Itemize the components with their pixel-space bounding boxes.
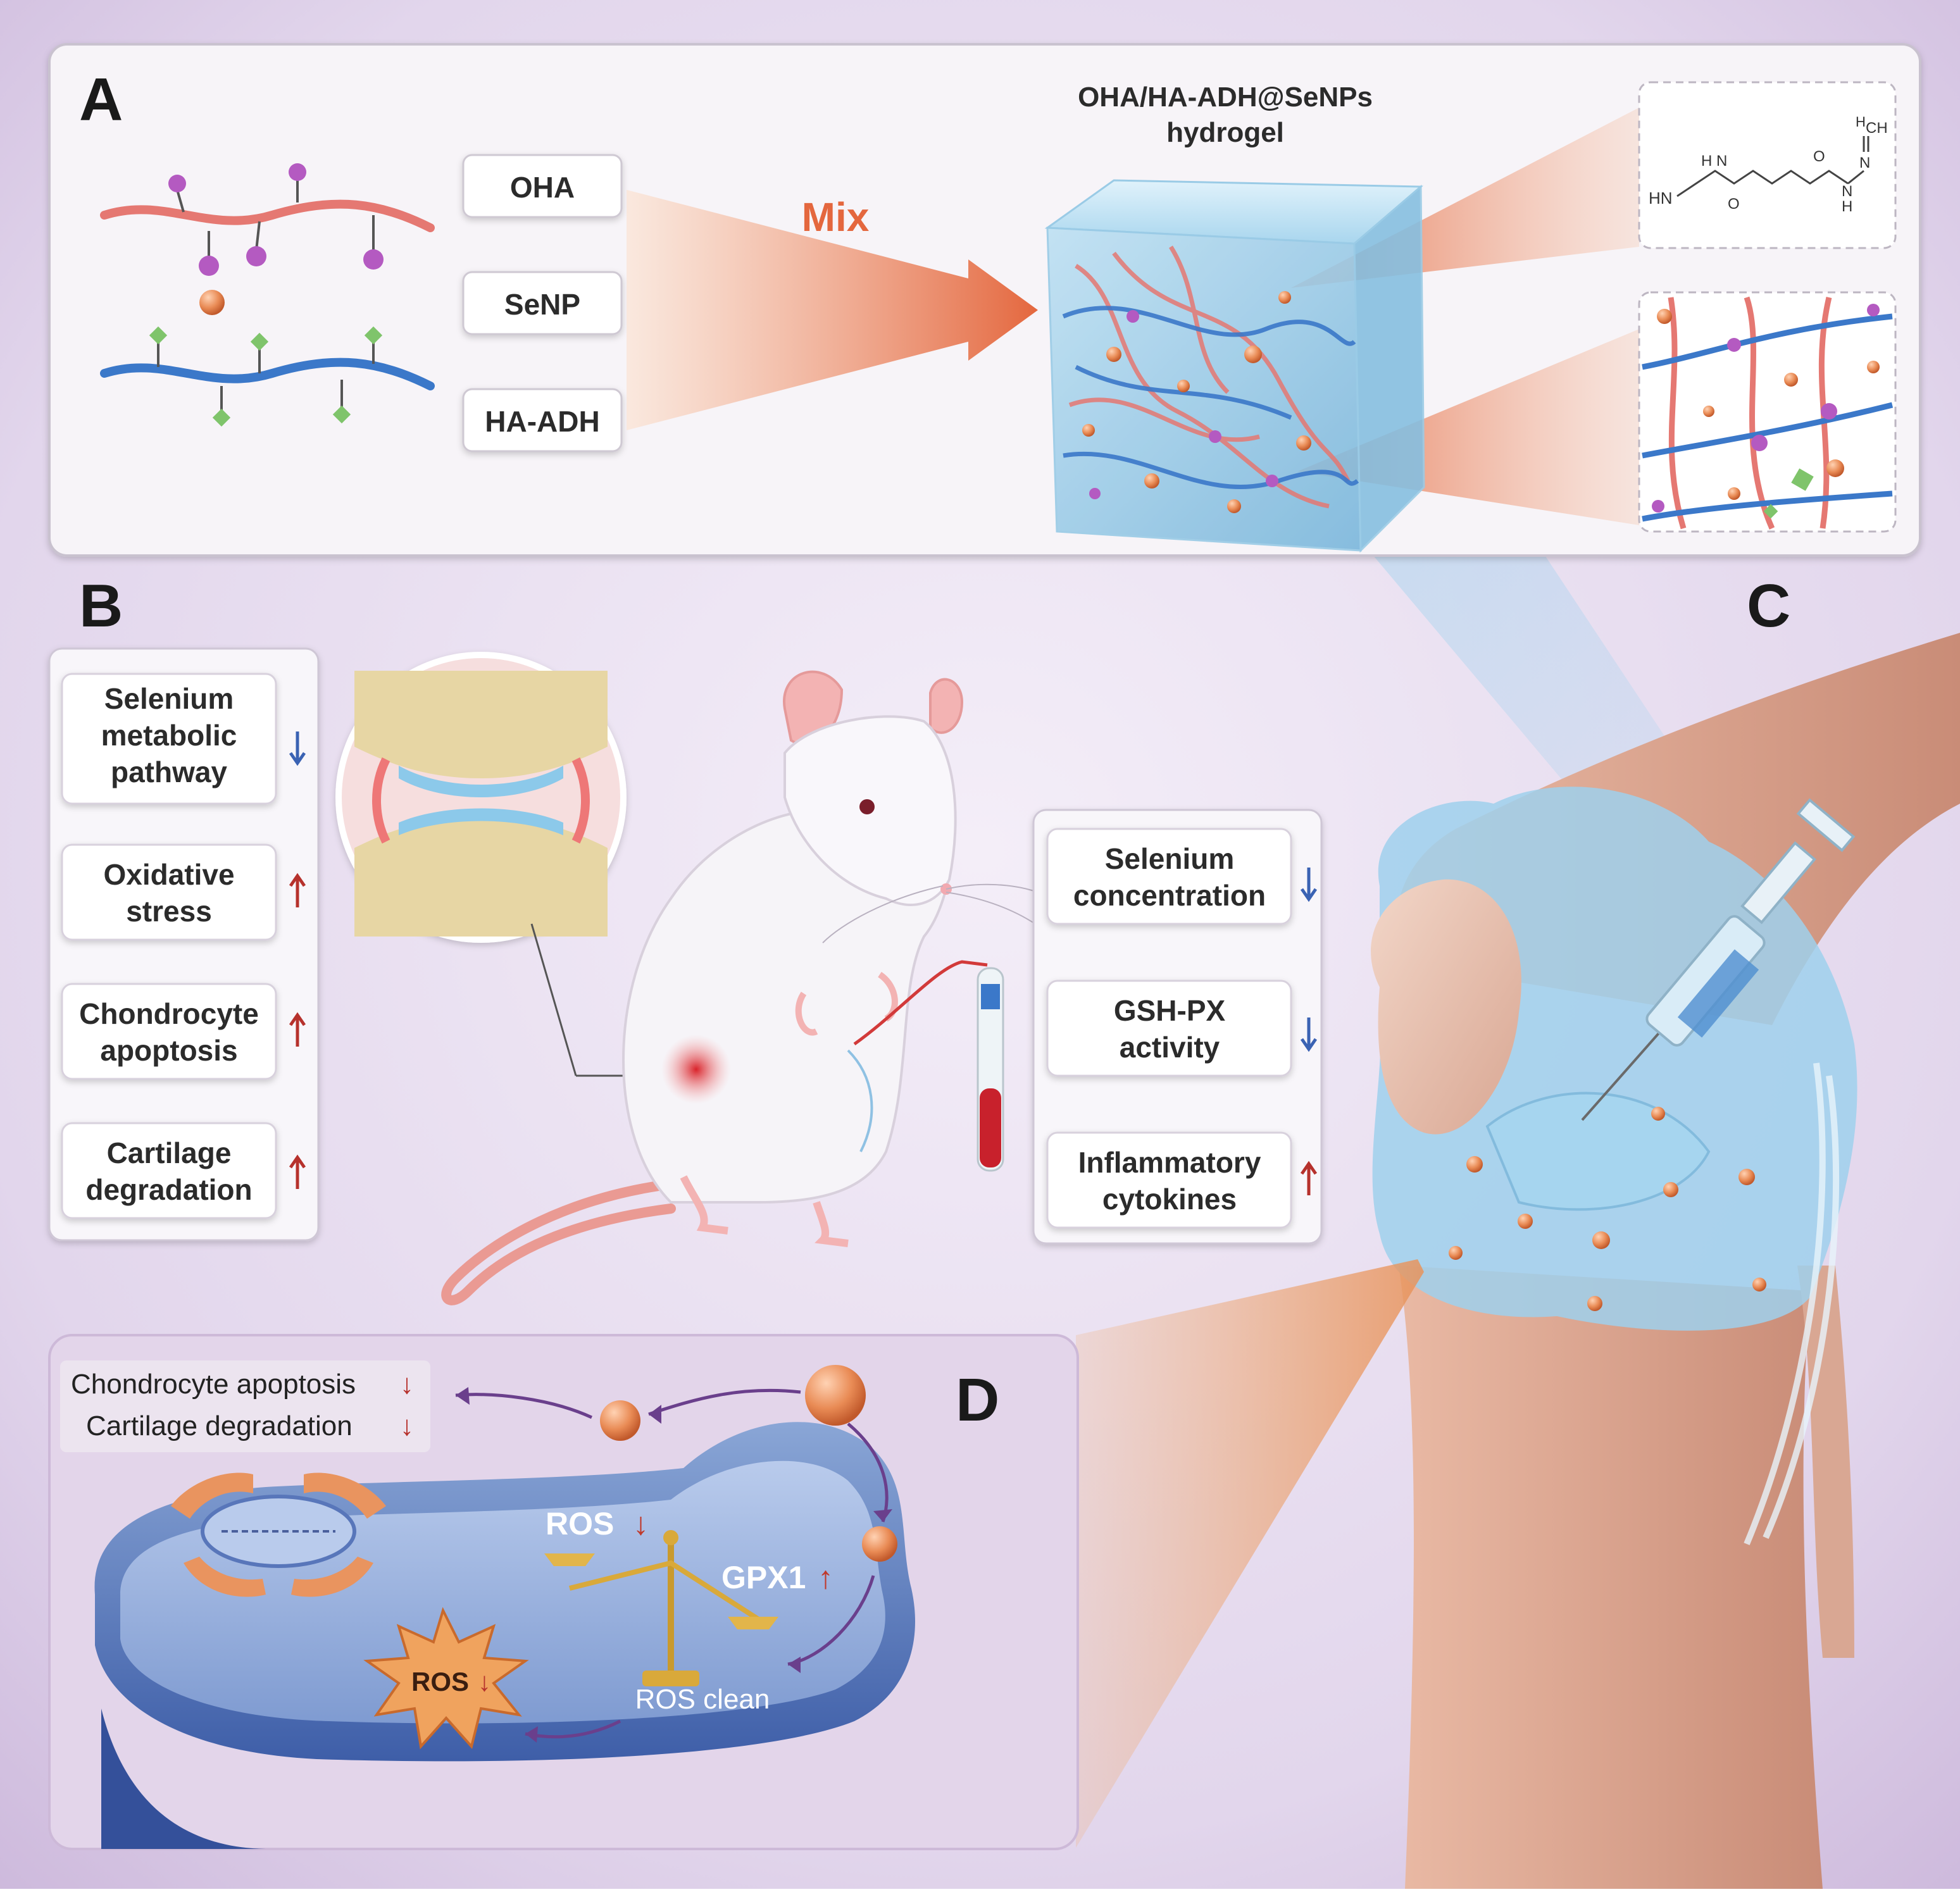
chem-h3: H <box>1856 114 1866 130</box>
effect-4-line-2: degradation <box>85 1173 252 1206</box>
senp-icon <box>199 290 225 315</box>
senp-large-icon <box>805 1365 866 1426</box>
blood-tube-icon <box>977 967 1004 1172</box>
component-ha-adh: HA-ADH <box>462 388 623 452</box>
panel-c-letter: C <box>1747 572 1790 640</box>
chem-o2: O <box>1813 148 1825 165</box>
oha-side-groups <box>176 177 375 259</box>
mix-label: Mix <box>802 194 870 240</box>
serum-3-line-1: Inflammatory <box>1078 1146 1261 1179</box>
outcome-label-box <box>60 1360 430 1452</box>
effect-1-line-1: Selenium <box>104 682 234 715</box>
serum-2-line-1: GSH-PX <box>1114 994 1226 1027</box>
inflammation-spot <box>661 1035 731 1104</box>
chem-n3: N <box>1859 154 1870 171</box>
panel-a: A OHA <box>48 43 1921 557</box>
component-senp-label: SeNP <box>504 288 580 321</box>
outcome-chondrocyte-apoptosis: Chondrocyte apoptosis <box>71 1369 356 1400</box>
panel-a-letter: A <box>79 66 123 134</box>
effect-1-line-3: pathway <box>111 756 227 788</box>
serum-2-line-2: activity <box>1120 1031 1220 1064</box>
chem-ch: CH <box>1866 120 1888 137</box>
serum-1-line-1: Selenium <box>1105 842 1235 875</box>
inset-chemical-structure: HN H N O O N H N CH H <box>1638 81 1897 249</box>
ha-adh-chain <box>100 358 435 390</box>
panel-b-letter: B <box>79 572 123 640</box>
panel-c: C <box>1371 572 1960 1889</box>
ros-burst-down-arrow: ↓ <box>478 1667 491 1696</box>
effect-selenium-metabolic-pathway: Selenium metabolic pathway <box>61 673 304 805</box>
panel-d-letter: D <box>956 1366 999 1434</box>
outcome-cartilage-degradation: Cartilage degradation <box>86 1410 353 1441</box>
hydrogel-title-line2: hydrogel <box>1166 117 1284 148</box>
ros-burst-icon <box>363 1607 529 1750</box>
fibula <box>1797 1266 1854 1658</box>
panel-d: Chondrocyte apoptosis ↓ Cartilage degrad… <box>48 1334 1079 1850</box>
chem-n1: N <box>1716 152 1727 170</box>
effect-3-line-1: Chondrocyte <box>79 997 259 1030</box>
effect-oxidative-stress: Oxidative stress <box>61 843 304 941</box>
senp-medium-icon <box>600 1400 640 1441</box>
pathway-arrowheads <box>456 1387 892 1743</box>
chem-hn: HN <box>1649 189 1673 208</box>
chem-h1: H <box>1701 152 1712 170</box>
serum-selenium-concentration: Selenium concentration <box>1046 828 1316 925</box>
effect-1-line-2: metabolic <box>101 719 237 752</box>
chem-n2: N <box>1842 183 1852 200</box>
effect-cartilage-degradation: Cartilage degradation <box>61 1122 304 1219</box>
hydrazide-icon-group <box>149 326 383 427</box>
effect-chondrocyte-apoptosis: Chondrocyte apoptosis <box>61 983 304 1080</box>
panel-b: B Selenium metabolic pathway Oxidative s… <box>48 572 1323 1305</box>
chem-o1: O <box>1728 196 1740 213</box>
ha-adh-side-groups <box>157 342 375 411</box>
effect-2-line-1: Oxidative <box>103 858 234 891</box>
outcome-1-down-arrow: ↓ <box>400 1369 414 1400</box>
balance-scale-icon <box>544 1530 778 1686</box>
cell-wall-front <box>101 1708 266 1849</box>
serum-inflammatory-cytokines: Inflammatory cytokines <box>1046 1131 1316 1229</box>
hydrogel-title-line1: OHA/HA-ADH@SeNPs <box>1078 82 1373 113</box>
hydrogel-cube <box>1044 179 1425 553</box>
gpx1-up-arrow: ↑ <box>818 1560 833 1595</box>
oha-chain <box>100 199 435 232</box>
ros-top-down-arrow: ↓ <box>633 1506 649 1541</box>
effect-4-line-1: Cartilage <box>107 1136 232 1169</box>
ros-burst-label: ROS <box>411 1667 469 1696</box>
inset-network <box>1638 291 1897 533</box>
ros-clean-label: ROS clean <box>635 1684 770 1715</box>
mouse-illustration <box>441 670 1051 1305</box>
component-oha: OHA <box>462 154 623 218</box>
aldehyde-icon-group <box>168 163 384 276</box>
patella <box>1371 879 1521 1135</box>
ros-top-label: ROS <box>546 1506 614 1541</box>
serum-gsh-px-activity: GSH-PX activity <box>1046 980 1316 1077</box>
meniscus <box>1485 1092 1711 1211</box>
syringe-icon <box>1581 798 1856 1121</box>
senp-internal-icon <box>862 1526 897 1562</box>
effect-2-line-2: stress <box>126 895 212 928</box>
tibia <box>1399 1266 1823 1889</box>
organelle-icon <box>171 1472 386 1597</box>
component-ha-adh-label: HA-ADH <box>485 405 599 438</box>
effect-3-line-2: apoptosis <box>100 1034 237 1067</box>
component-senp: SeNP <box>462 271 623 335</box>
serum-1-line-2: concentration <box>1073 879 1266 912</box>
senp-particles-joint <box>1449 1107 1766 1311</box>
zoom-beam-d <box>1076 1259 1424 1848</box>
tendon <box>1744 1062 1840 1545</box>
serum-3-line-2: cytokines <box>1102 1183 1237 1216</box>
component-oha-label: OHA <box>510 171 575 204</box>
outcome-2-down-arrow: ↓ <box>400 1410 414 1441</box>
chem-h2: H <box>1842 198 1852 215</box>
mix-arrow <box>627 190 1038 430</box>
joint-magnifier <box>335 652 687 1077</box>
gpx1-label: GPX1 <box>721 1560 806 1595</box>
